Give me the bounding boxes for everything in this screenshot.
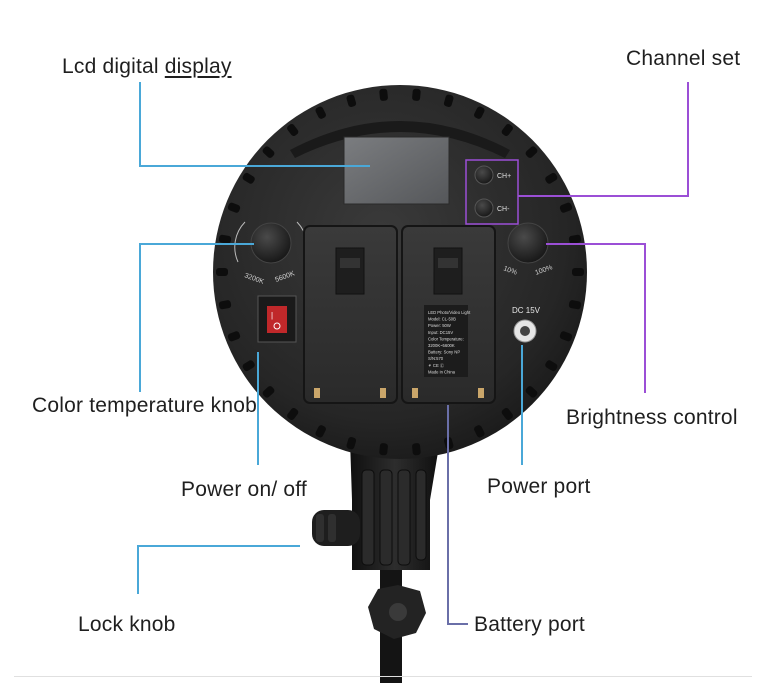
rim-vent [572,268,584,276]
power-switch[interactable]: | [257,295,297,343]
rim-vent [545,172,558,184]
rim-vent [474,106,485,119]
rim-vent [315,425,326,438]
color-temp-knob[interactable] [250,222,292,264]
label-lcd-b: display [164,55,232,78]
rim-vent [315,106,326,119]
label-battery-port: Battery port [474,613,585,636]
spec-line: Input: DC15V [428,330,453,335]
brightness-knob[interactable] [507,222,549,264]
rim-vent [412,443,421,456]
label-lock-knob: Lock knob [78,613,176,636]
bracket [350,440,440,570]
rim-vent [568,300,582,310]
label-color-temp: Color temperature knob [32,394,258,417]
rim-vent [287,124,299,136]
label-lcd-a: Lcd digital [62,55,165,78]
rim-vent [474,425,485,438]
svg-text:|: | [271,311,273,320]
channel-up-button[interactable] [474,165,494,185]
spec-line: LED Photo/Video Light [428,310,471,315]
battery-leader [447,405,468,625]
rim-vent [287,408,299,420]
rim-vent [559,202,573,213]
rim-vent [443,94,454,107]
leader-lines-blue [137,82,523,594]
rim-vent [501,408,513,420]
ch-minus-label: CH- [497,206,510,213]
rim-vent [412,88,421,101]
spec-line: ⚘ CE Ⓒ [428,362,445,369]
bottom-divider [14,676,752,677]
rim-vent [501,124,513,136]
rim-vent [379,88,388,101]
rim-vent [227,202,241,213]
bottom-knob[interactable] [368,585,426,639]
label-lcd: Lcd digital display [62,55,232,79]
rim-vent [379,443,388,456]
spec-line: 3200K~5600K [428,343,455,348]
rim-vent [545,360,558,372]
label-power-port: Power port [487,475,591,498]
rim-vent [218,234,232,244]
rim-vents [216,88,584,456]
rim-vent [216,268,228,276]
rim-vent [227,331,241,342]
spec-line: Model: CL-50B [428,317,456,322]
label-channel-set: Channel set [626,47,741,70]
label-brightness: Brightness control [566,406,738,429]
ch-plus-label: CH+ [497,173,511,180]
rim-vent [218,300,232,310]
rim-vent [559,331,573,342]
channel-down-button[interactable] [474,198,494,218]
leader-lines-purple [518,82,689,393]
rim-vent [346,437,357,450]
spec-line: Power: 50W [428,323,451,328]
spec-line: Color Temperature: [428,336,464,341]
battery-bay-left [303,225,398,404]
rim-vent [242,360,255,372]
lock-knob[interactable] [312,510,360,546]
label-power-switch: Power on/ off [181,478,307,501]
dc-port[interactable]: DC 15V [512,306,541,343]
rim-vent [242,172,255,184]
rim-vent [568,234,582,244]
bright-low-label: 10% [502,265,518,276]
spec-line: Made in China [428,369,456,374]
rim-vent [525,146,538,158]
channel-buttons: CH+ CH- [465,159,519,225]
rim-vent [346,94,357,107]
dc-label: DC 15V [512,306,541,315]
top-handle [290,121,510,158]
rim-vent [262,386,275,398]
lcd-display [343,136,450,205]
rim-vent [525,386,538,398]
spec-line: Battery: Sony NP [428,350,460,355]
rim-vent [262,146,275,158]
spec-line: S/N:570 [428,356,444,361]
